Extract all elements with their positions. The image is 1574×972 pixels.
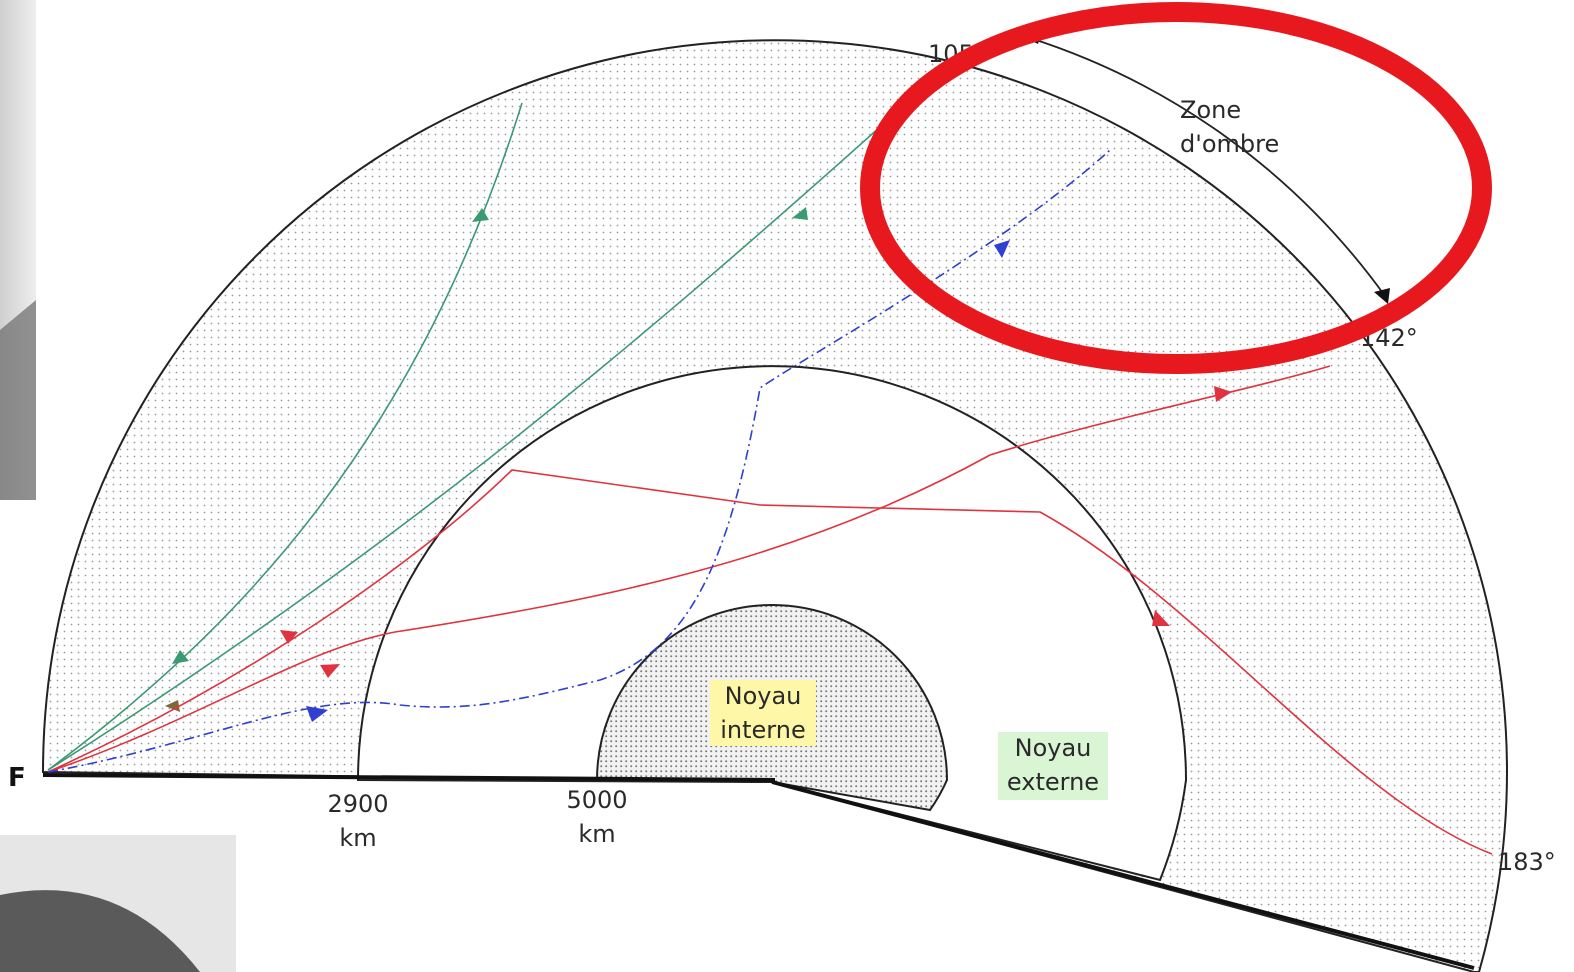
depth-2900-value: 2900 xyxy=(327,790,388,818)
green-wave-ray-2 xyxy=(47,117,891,771)
outer-core-label-line1: Noyau xyxy=(1015,734,1092,762)
outer-core-label-bg xyxy=(998,732,1108,800)
inner-core-label-line1: Noyau xyxy=(725,682,802,710)
depth-2900-unit: km xyxy=(339,824,376,852)
depth-5000-unit: km xyxy=(578,820,615,848)
red-wave-ray-1 xyxy=(47,469,1493,855)
left-photo-dark-area xyxy=(0,300,36,500)
bottom-left-photo-dark-shape xyxy=(0,890,200,972)
red-arrow-1 xyxy=(280,630,298,644)
green-wave-ray-1 xyxy=(47,102,523,771)
olive-arrow xyxy=(165,700,180,712)
inner-core-label-line2: interne xyxy=(720,716,805,744)
blue-arrow-1 xyxy=(306,706,328,722)
blue-arrow-2 xyxy=(994,240,1010,258)
zone-label-line1: Zone xyxy=(1180,96,1241,124)
shadow-zone-arrow-end xyxy=(1374,288,1390,304)
inner-core-label-bg xyxy=(710,680,816,746)
red-arrow-3 xyxy=(1214,386,1232,402)
angle-183-label: 183° xyxy=(1498,848,1556,876)
red-arrow-4 xyxy=(1152,610,1170,626)
baseline-axis xyxy=(42,773,776,782)
focus-label: F xyxy=(8,763,26,793)
depth-5000-value: 5000 xyxy=(566,786,627,814)
green-arrow-3 xyxy=(792,207,808,220)
green-arrow-1 xyxy=(172,650,189,664)
green-arrow-2 xyxy=(472,208,489,222)
red-arrow-2 xyxy=(320,664,340,678)
red-wave-ray-2 xyxy=(47,365,1331,773)
zone-label-line2: d'ombre xyxy=(1180,130,1279,158)
shadow-zone-arc xyxy=(1029,37,1386,297)
shadow-zone-highlight-circle xyxy=(860,2,1492,374)
outer-core-label-line2: externe xyxy=(1007,768,1099,796)
radius-line-183 xyxy=(771,780,1475,970)
